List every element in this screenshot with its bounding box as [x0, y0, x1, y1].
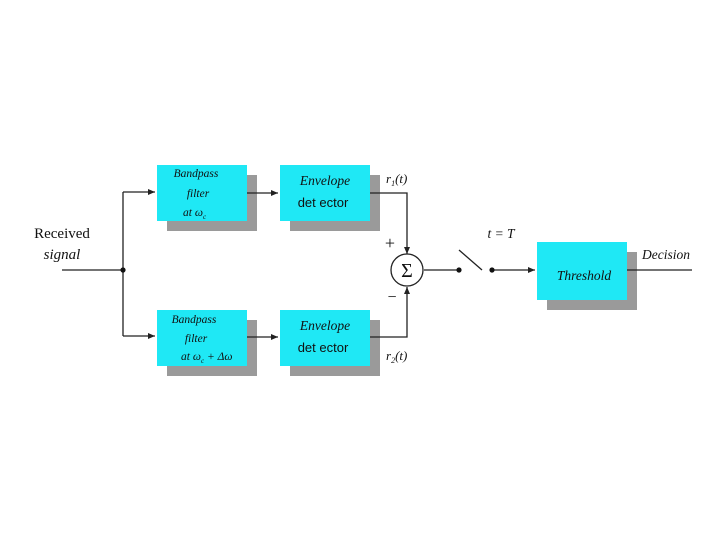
upper-envelope-detector-block — [280, 165, 370, 221]
lower-filter-label-line1: Bandpass — [172, 314, 217, 326]
upper-filter-label-line3: at ωc — [183, 207, 207, 221]
threshold-block — [537, 242, 627, 300]
split-junction-dot — [120, 267, 126, 273]
upper-detector-label-line2: det ector — [298, 195, 349, 210]
lower-envelope-detector-block — [280, 310, 370, 366]
input-label-line1: Received — [34, 226, 90, 242]
lower-filter-label-line3: at ωc + Δω — [181, 351, 232, 365]
lower-detector-label-line1: Envelope — [299, 318, 350, 333]
summer-minus-sign: − — [387, 289, 396, 306]
switch-blade — [458, 249, 483, 271]
lower-detector-label-line2: det ector — [298, 340, 349, 355]
decision-label: Decision — [641, 247, 690, 262]
wire-upper-detector-summer — [370, 192, 410, 254]
upper-detector-label-line1: Envelope — [299, 173, 350, 188]
input-label-line2: signal — [44, 247, 81, 263]
switch-left-contact — [456, 267, 462, 273]
upper-output-label: r1(t) — [386, 171, 407, 188]
threshold-label: Threshold — [557, 268, 612, 283]
lower-output-label: r2(t) — [386, 348, 407, 365]
switch-label: t = T — [487, 226, 516, 241]
upper-filter-label-line1: Bandpass — [174, 168, 219, 180]
upper-filter-label-line2: filter — [187, 188, 210, 200]
summer-plus-sign: + — [385, 233, 395, 253]
wire-lower-detector-summer — [370, 287, 410, 338]
upper-bandpass-filter-block — [157, 165, 247, 221]
lower-bandpass-filter-block — [157, 310, 247, 366]
summer-sigma-symbol: Σ — [401, 260, 413, 282]
lower-filter-label-line2: filter — [185, 333, 208, 345]
switch-right-contact — [489, 267, 495, 273]
summer-circle — [390, 253, 424, 287]
